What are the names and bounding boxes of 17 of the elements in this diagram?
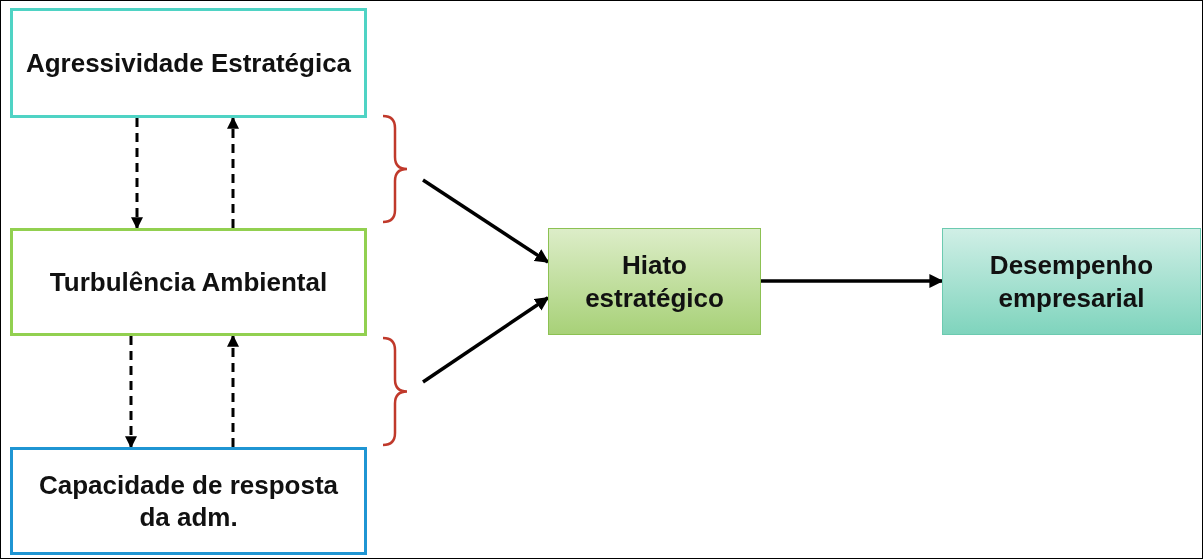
arrow: [422, 296, 550, 384]
node-label: Desempenho empresarial: [988, 249, 1155, 314]
node-label: Turbulência Ambiental: [49, 265, 328, 299]
node-label: Agressividade Estratégica: [25, 46, 352, 80]
process-box: [10, 228, 367, 336]
process-box: [10, 8, 367, 118]
arrow: [422, 178, 550, 264]
process-box: [942, 228, 1201, 335]
arrow: [227, 334, 239, 447]
process-box: [548, 228, 761, 335]
node-label: Capacidade de resposta da adm.: [37, 468, 340, 534]
node-label: Hiato estratégico: [584, 249, 725, 314]
arrow: [227, 116, 239, 228]
arrow: [761, 274, 944, 288]
arrow: [131, 118, 143, 230]
arrow: [125, 336, 137, 449]
process-box: [10, 447, 367, 555]
